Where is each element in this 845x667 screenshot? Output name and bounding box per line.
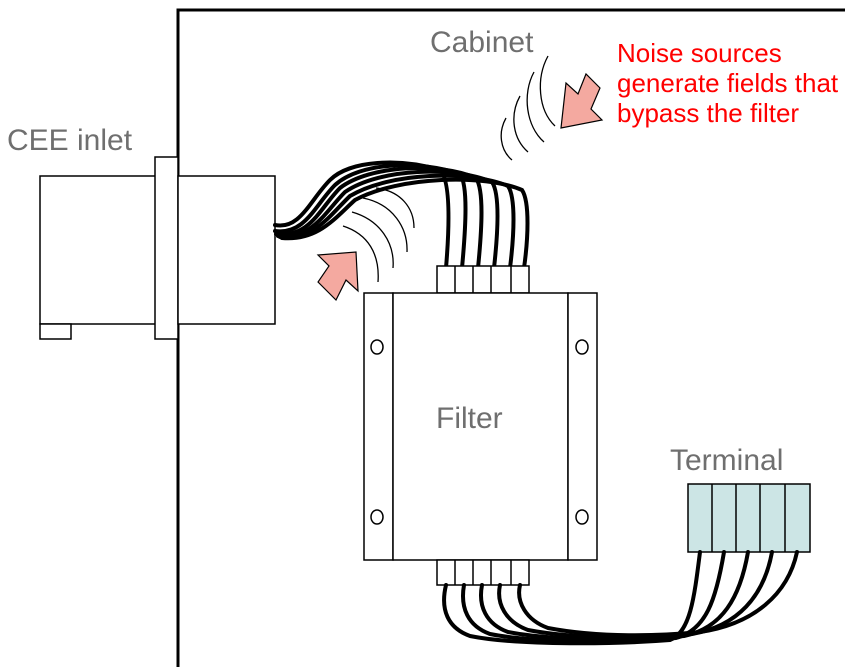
field-waves-inlet	[342, 187, 415, 283]
cee-inlet-body-left	[39, 175, 158, 325]
field-waves-cabinet	[500, 55, 556, 161]
filter-mount-hole	[370, 509, 384, 525]
output-cable-bundle	[442, 550, 799, 646]
filter-top-connectors	[436, 265, 530, 294]
cee-inlet-tab	[39, 323, 72, 340]
cee-inlet-flange	[154, 156, 179, 340]
terminal-block	[687, 483, 811, 553]
terminal-label: Terminal	[670, 444, 784, 477]
input-cable-bundle	[273, 160, 530, 270]
cee-inlet	[39, 156, 276, 340]
filter-bottom-connectors	[436, 559, 530, 586]
noise-note: Noise sources generate fields that bypas…	[617, 38, 839, 128]
noise-arrow-cabinet	[560, 72, 604, 129]
cabinet-label: Cabinet	[430, 26, 534, 59]
filter-body	[363, 292, 598, 561]
filter-label: Filter	[436, 402, 503, 435]
noise-arrow-inlet	[316, 251, 359, 302]
cee-inlet-body-right	[177, 175, 276, 325]
filter-mount-hole	[575, 509, 589, 525]
cee-inlet-label: CEE inlet	[7, 124, 133, 157]
filter-mount-hole	[575, 339, 589, 355]
cabinet-outline	[176, 8, 845, 667]
filter-mount-hole	[370, 339, 384, 355]
